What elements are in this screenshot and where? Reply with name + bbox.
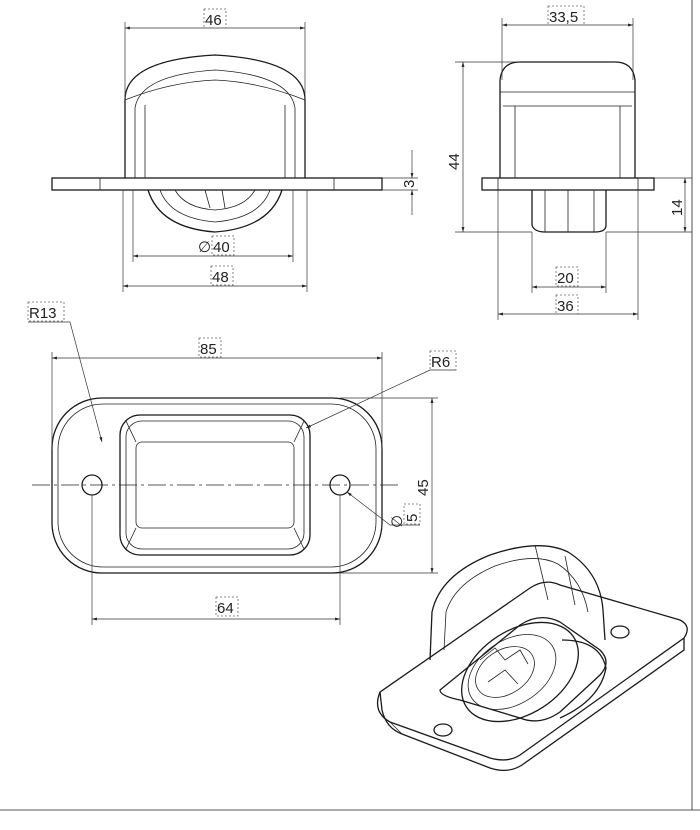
- svg-text:∅: ∅: [389, 515, 406, 528]
- side-view: [455, 18, 692, 320]
- svg-text:R6: R6: [431, 354, 450, 371]
- svg-text:∅: ∅: [198, 239, 211, 256]
- side-dim-width-top-label: 33,5: [547, 5, 585, 26]
- side-dim-height-label: 44: [446, 153, 463, 170]
- svg-text:20: 20: [557, 270, 574, 287]
- svg-text:48: 48: [212, 269, 229, 286]
- svg-text:33,5: 33,5: [549, 9, 578, 26]
- svg-text:40: 40: [213, 239, 230, 256]
- svg-text:64: 64: [217, 600, 234, 617]
- top-dim-hole-spacing-label: 64: [215, 596, 239, 617]
- side-dim-depth-label: 14: [669, 199, 686, 216]
- top-dim-radius-13-label: R13: [27, 301, 65, 322]
- top-dim-radius-6-label: R6: [429, 350, 457, 371]
- top-dim-length-label: 85: [198, 337, 222, 358]
- svg-text:5: 5: [404, 514, 421, 522]
- front-dim-width-bottom-label: 48: [210, 265, 234, 286]
- top-dim-hole-label: ∅ 5: [389, 503, 421, 528]
- front-view: [51, 22, 418, 292]
- top-dim-height-label: 45: [415, 479, 432, 496]
- front-dim-thickness-label: 3: [401, 180, 418, 188]
- top-view: [28, 321, 456, 625]
- side-dim-width-20-label: 20: [555, 266, 579, 287]
- side-dim-width-36-label: 36: [555, 294, 579, 315]
- svg-text:85: 85: [200, 341, 217, 358]
- svg-text:R13: R13: [29, 305, 57, 322]
- front-dim-width-top-label: 46: [203, 8, 227, 29]
- isometric-view: [376, 544, 688, 772]
- svg-text:36: 36: [557, 298, 574, 315]
- svg-text:46: 46: [205, 12, 222, 29]
- front-dim-diameter-label: ∅ 40: [198, 235, 235, 256]
